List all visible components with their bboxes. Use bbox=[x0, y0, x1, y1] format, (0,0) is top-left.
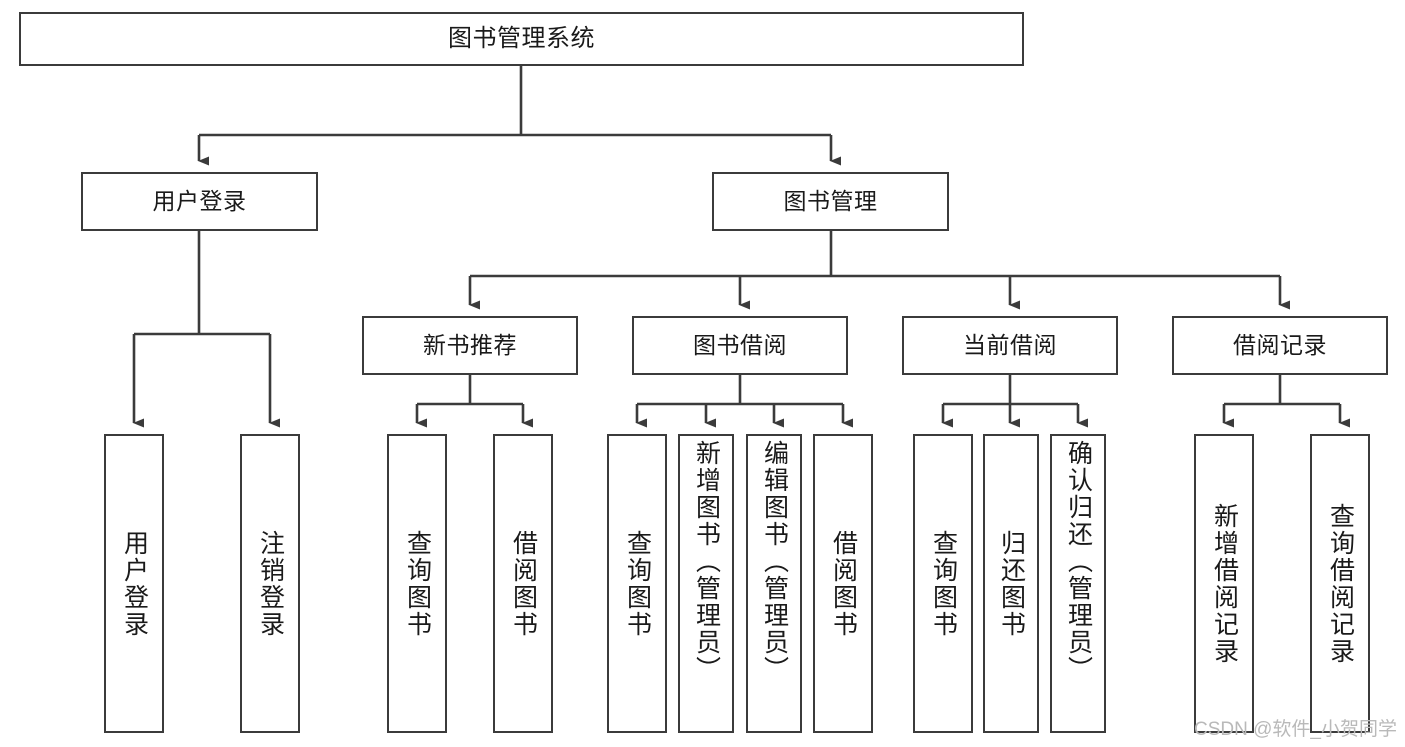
node-label: 查询图书 bbox=[403, 529, 432, 638]
leaf-new-book-query-book[interactable]: 查询图书 bbox=[387, 434, 447, 733]
node-label: 借阅记录 bbox=[1233, 331, 1327, 358]
node-user-login[interactable]: 用户登录 bbox=[81, 172, 318, 231]
node-label: 归还图书 bbox=[997, 529, 1026, 638]
leaf-book-borrow-add-book-admin[interactable]: 新增图书（管理员） bbox=[678, 434, 734, 733]
node-label: 图书管理系统 bbox=[448, 24, 595, 52]
node-label: 借阅图书 bbox=[829, 529, 858, 638]
leaf-borrow-record-query-record[interactable]: 查询借阅记录 bbox=[1310, 434, 1370, 733]
node-label: 查询借阅记录 bbox=[1326, 502, 1355, 665]
node-label: 查询图书 bbox=[929, 529, 958, 638]
node-label: 编辑图书（管理员） bbox=[760, 440, 789, 683]
leaf-book-borrow-query-book[interactable]: 查询图书 bbox=[607, 434, 667, 733]
node-label: 新增借阅记录 bbox=[1210, 502, 1239, 665]
node-label: 借阅图书 bbox=[509, 529, 538, 638]
node-new-book-recommend[interactable]: 新书推荐 bbox=[362, 316, 578, 375]
node-label: 查询图书 bbox=[623, 529, 652, 638]
node-borrow-record[interactable]: 借阅记录 bbox=[1172, 316, 1388, 375]
csdn-watermark: CSDN @软件_小贺同学 bbox=[1194, 719, 1397, 740]
node-label: 当前借阅 bbox=[963, 331, 1057, 358]
leaf-current-borrow-confirm-return-admin[interactable]: 确认归还（管理员） bbox=[1050, 434, 1106, 733]
node-book-borrow[interactable]: 图书借阅 bbox=[632, 316, 848, 375]
node-book-management[interactable]: 图书管理 bbox=[712, 172, 949, 231]
leaf-current-borrow-return-book[interactable]: 归还图书 bbox=[983, 434, 1039, 733]
leaf-book-borrow-borrow-book[interactable]: 借阅图书 bbox=[813, 434, 873, 733]
node-label: 新增图书（管理员） bbox=[692, 440, 721, 683]
leaf-user-login-logout[interactable]: 注销登录 bbox=[240, 434, 300, 733]
node-current-borrow[interactable]: 当前借阅 bbox=[902, 316, 1118, 375]
leaf-borrow-record-add-record[interactable]: 新增借阅记录 bbox=[1194, 434, 1254, 733]
node-label: 图书管理 bbox=[783, 187, 878, 214]
node-label: 用户登录 bbox=[120, 529, 149, 638]
node-label: 图书借阅 bbox=[693, 331, 787, 358]
node-label: 用户登录 bbox=[152, 187, 247, 214]
node-label: 注销登录 bbox=[256, 529, 285, 638]
node-label: 确认归还（管理员） bbox=[1064, 440, 1093, 683]
node-root-book-management-system[interactable]: 图书管理系统 bbox=[19, 12, 1024, 66]
leaf-user-login-login[interactable]: 用户登录 bbox=[104, 434, 164, 733]
leaf-book-borrow-edit-book-admin[interactable]: 编辑图书（管理员） bbox=[746, 434, 802, 733]
node-label: 新书推荐 bbox=[423, 331, 517, 358]
leaf-new-book-borrow-book[interactable]: 借阅图书 bbox=[493, 434, 553, 733]
leaf-current-borrow-query-book[interactable]: 查询图书 bbox=[913, 434, 973, 733]
